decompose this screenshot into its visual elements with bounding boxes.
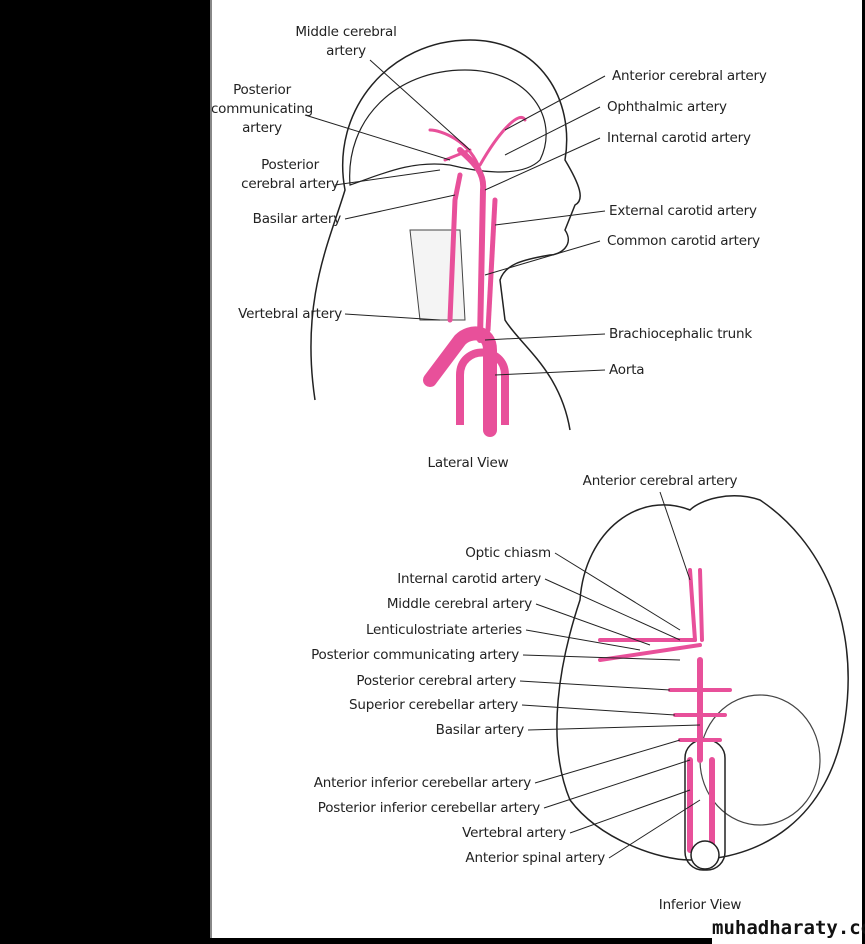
inferior-view-title: Inferior View — [658, 897, 742, 913]
label-external-carotid-artery: External carotid artery — [609, 203, 757, 219]
brain-inferior-outline — [556, 495, 849, 861]
label-inferior-basilar-artery: Basilar artery — [435, 722, 525, 738]
label-inferior-middle-cerebral-artery: Middle cerebral artery — [386, 596, 532, 612]
label-anterior-inferior-cerebellar-artery: Anterior inferior cerebellar artery — [313, 775, 532, 791]
lateral-arteries — [423, 116, 527, 437]
label-anterior-spinal-artery: Anterior spinal artery — [465, 850, 605, 866]
label-optic-chiasm: Optic chiasm — [465, 545, 551, 561]
label-anterior-cerebral-artery: Anterior cerebral artery — [612, 68, 767, 84]
label-ophthalmic-artery: Ophthalmic artery — [607, 99, 727, 115]
inferior-arteries — [598, 568, 732, 853]
lateral-leader-lines — [304, 59, 606, 376]
label-inferior-posterior-communicating-artery: Posterior communicating artery — [311, 647, 519, 663]
label-common-carotid-artery: Common carotid artery — [607, 233, 760, 249]
label-inferior-anterior-cerebral-artery: Anterior cerebral artery — [582, 473, 738, 489]
label-inferior-vertebral-artery: Vertebral artery — [462, 825, 566, 841]
diagram-panel — [210, 0, 862, 938]
aorta-arch — [456, 348, 509, 425]
label-brachiocephalic-trunk: Brachiocephalic trunk — [609, 326, 752, 342]
inferior-leader-lines — [519, 491, 701, 859]
spine — [409, 229, 466, 321]
brain-outline — [349, 69, 547, 186]
spinal-cord-section — [690, 840, 720, 870]
label-aorta: Aorta — [609, 362, 645, 378]
label-inferior-internal-carotid-artery: Internal carotid artery — [397, 571, 541, 587]
lateral-view-title: Lateral View — [427, 455, 509, 471]
label-internal-carotid-artery: Internal carotid artery — [607, 130, 751, 146]
label-superior-cerebellar-artery: Superior cerebellar artery — [349, 697, 518, 713]
watermark: muhadharaty.com — [712, 912, 865, 944]
label-basilar-artery: Basilar artery — [252, 211, 342, 227]
label-inferior-posterior-cerebral-artery: Posterior cerebral artery — [356, 673, 516, 689]
label-lenticulostriate-arteries: Lenticulostriate arteries — [365, 622, 522, 638]
label-vertebral-artery: Vertebral artery — [238, 306, 342, 322]
label-posterior-inferior-cerebellar-artery: Posterior inferior cerebellar artery — [317, 800, 540, 816]
head-outline — [310, 39, 581, 431]
